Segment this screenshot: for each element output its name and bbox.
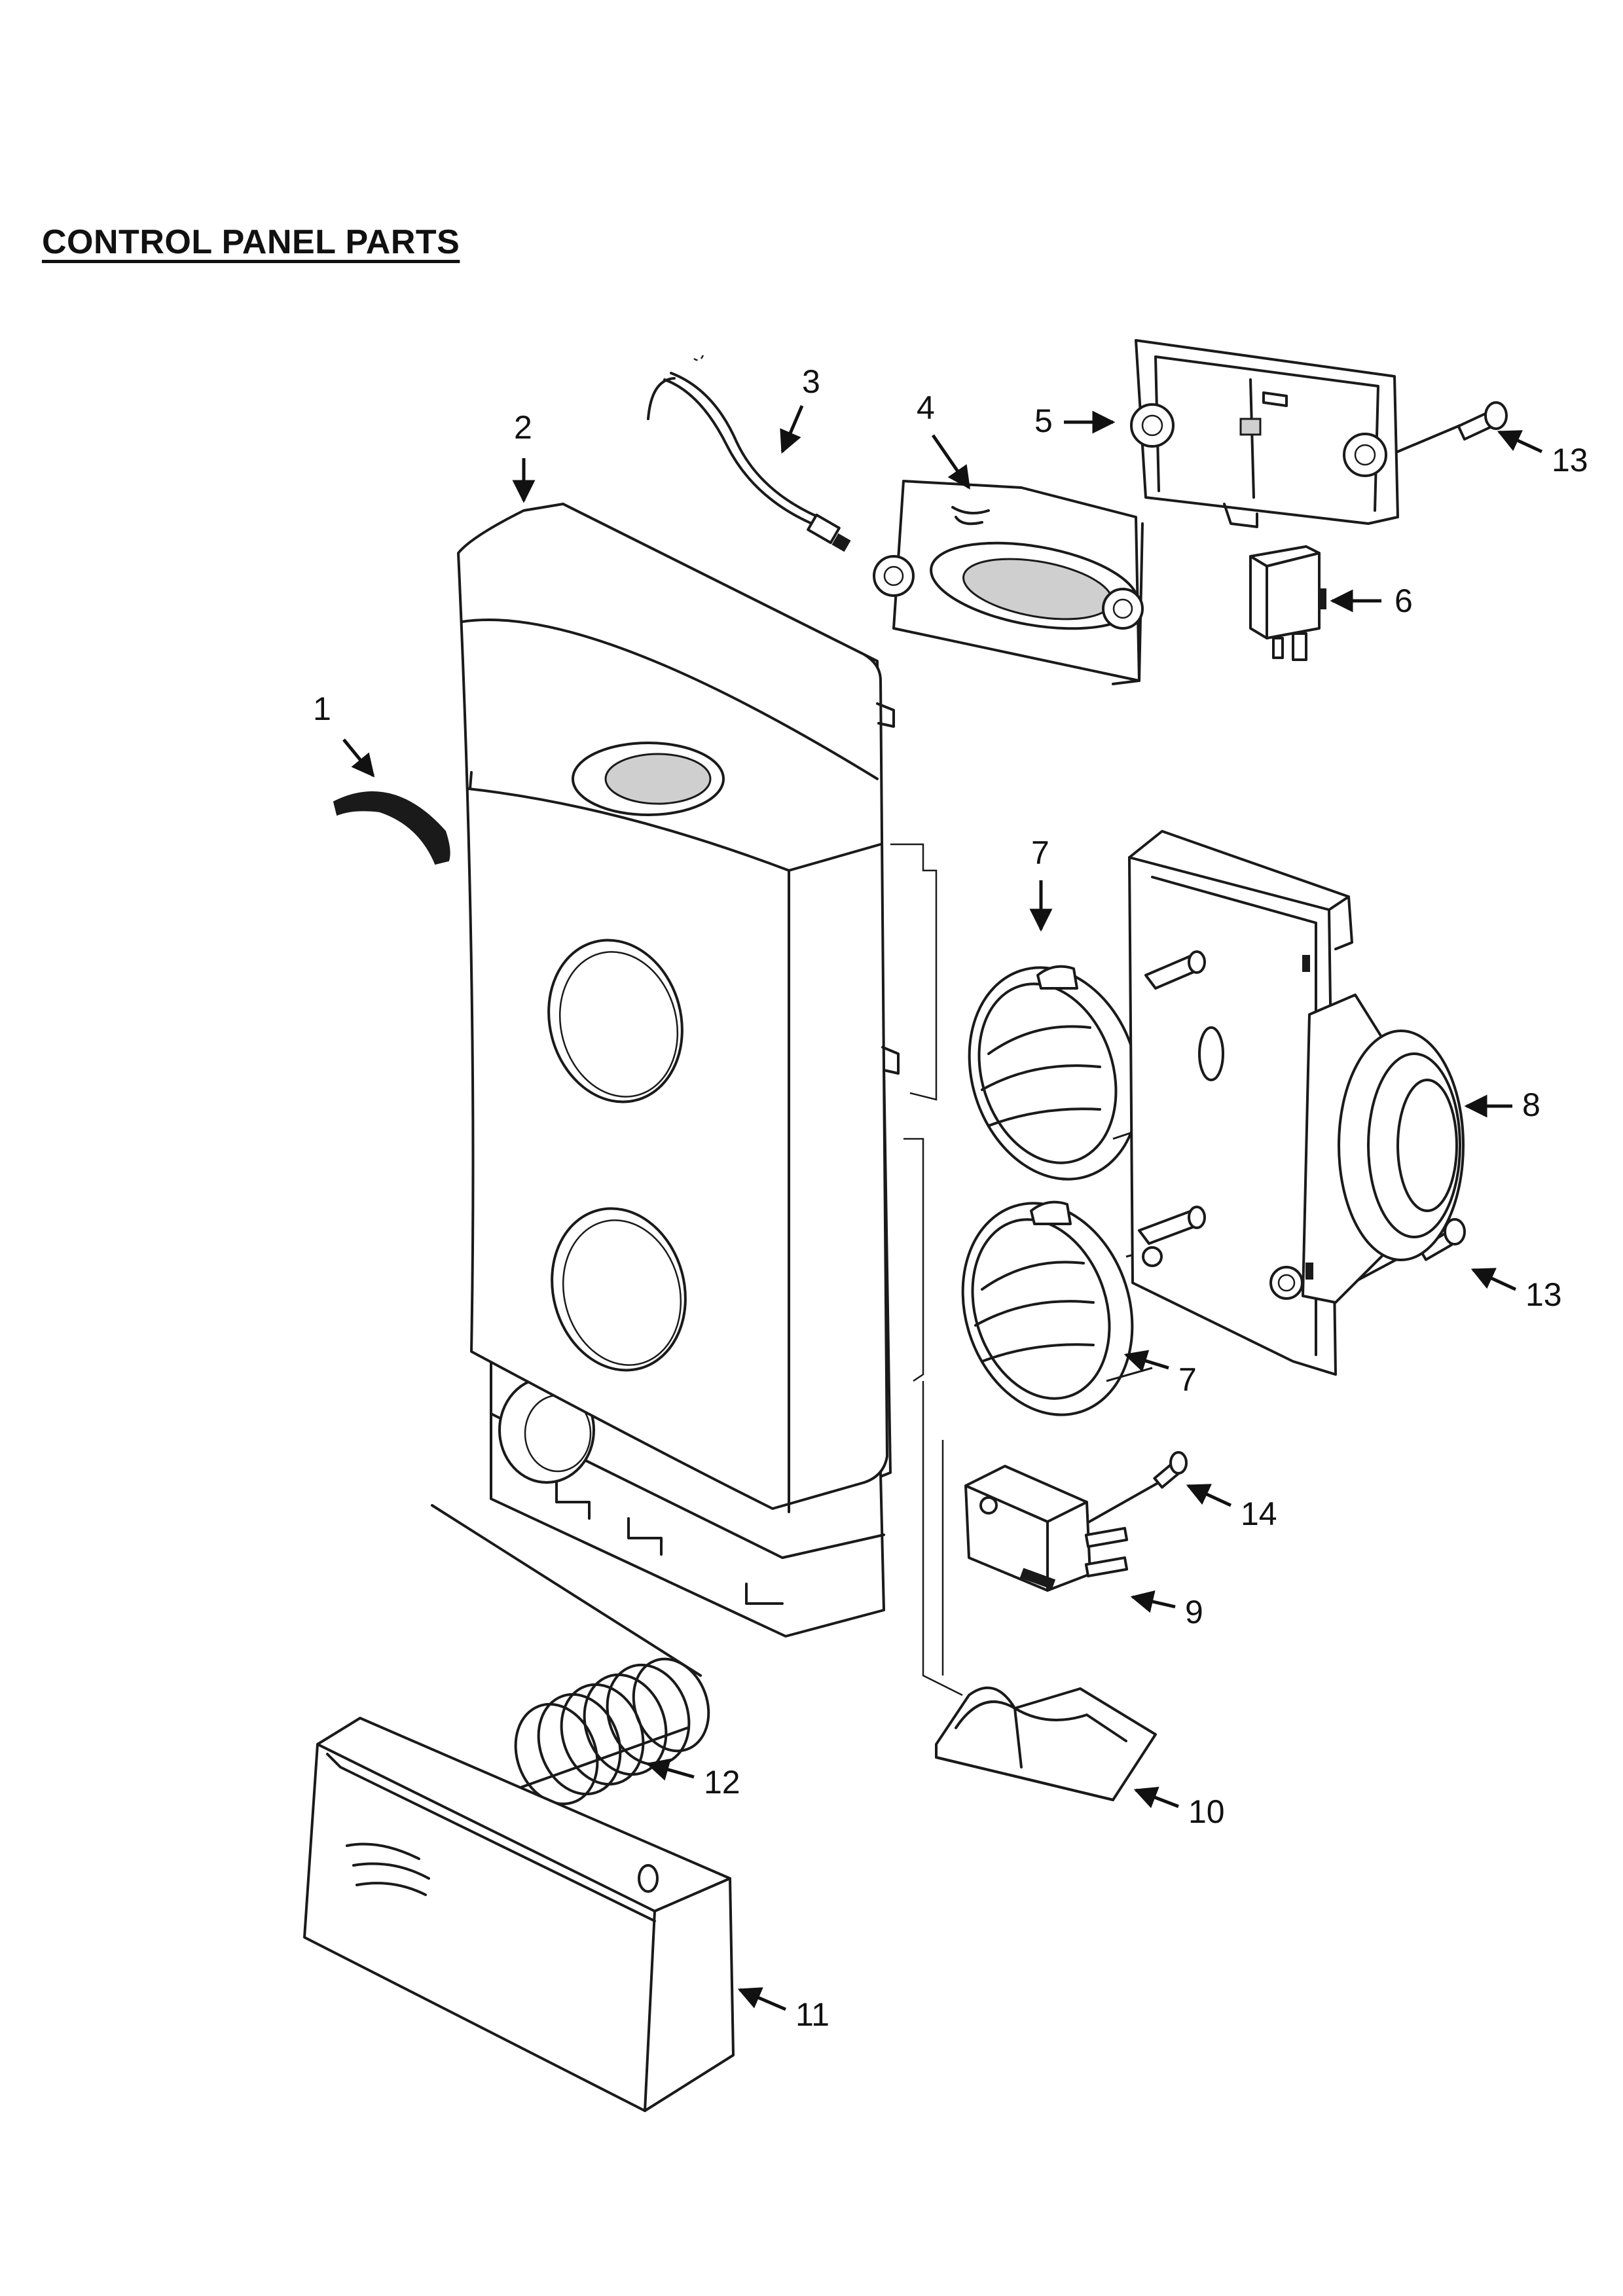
callout-10: 10 xyxy=(1133,1786,1225,1830)
svg-text:1: 1 xyxy=(313,691,331,727)
svg-text:13: 13 xyxy=(1552,442,1588,478)
callout-13-lower: 13 xyxy=(1470,1268,1562,1313)
control-board xyxy=(1128,830,1465,1376)
callout-4: 4 xyxy=(917,389,971,490)
svg-text:14: 14 xyxy=(1241,1496,1277,1532)
trim-strip xyxy=(333,791,450,865)
callout-6: 6 xyxy=(1330,583,1413,619)
svg-text:13: 13 xyxy=(1525,1276,1562,1313)
spring xyxy=(431,1504,710,1806)
callout-7-upper: 7 xyxy=(1029,834,1053,932)
svg-text:12: 12 xyxy=(704,1764,740,1801)
svg-text:6: 6 xyxy=(1395,583,1413,619)
push-button xyxy=(303,1717,735,2112)
display-bezel xyxy=(873,480,1144,685)
callout-1: 1 xyxy=(313,691,375,778)
callout-3: 3 xyxy=(780,363,820,454)
control-panel-front xyxy=(457,503,900,1638)
svg-text:4: 4 xyxy=(917,389,935,426)
release-lever xyxy=(922,1381,1157,1801)
callout-5: 5 xyxy=(1034,403,1116,439)
callout-12: 12 xyxy=(646,1758,740,1801)
callout-8: 8 xyxy=(1464,1086,1541,1123)
screw-upper xyxy=(1396,401,1508,453)
svg-text:10: 10 xyxy=(1188,1793,1225,1830)
svg-text:7: 7 xyxy=(1031,834,1049,871)
callout-13-upper: 13 xyxy=(1497,430,1588,478)
micro-switch xyxy=(964,1465,1129,1592)
relay xyxy=(1249,545,1326,661)
svg-text:9: 9 xyxy=(1185,1594,1203,1630)
svg-text:7: 7 xyxy=(1178,1361,1197,1398)
page-title: CONTROL PANEL PARTS xyxy=(42,223,460,261)
callout-14: 14 xyxy=(1186,1484,1277,1532)
knob-lower xyxy=(903,1138,1153,1416)
svg-text:5: 5 xyxy=(1034,403,1053,439)
callout-9: 9 xyxy=(1130,1590,1203,1630)
callout-2: 2 xyxy=(512,409,536,503)
knob-upper xyxy=(890,843,1179,1181)
screw-small xyxy=(1082,1451,1188,1526)
svg-text:2: 2 xyxy=(514,409,532,446)
svg-text:11: 11 xyxy=(795,1996,830,2033)
callout-11: 11 xyxy=(737,1987,830,2033)
svg-text:3: 3 xyxy=(802,363,820,400)
callout-7-lower: 7 xyxy=(1123,1350,1197,1398)
svg-text:8: 8 xyxy=(1522,1086,1541,1123)
bracket-frame xyxy=(1130,339,1399,528)
wire-harness xyxy=(647,353,851,552)
